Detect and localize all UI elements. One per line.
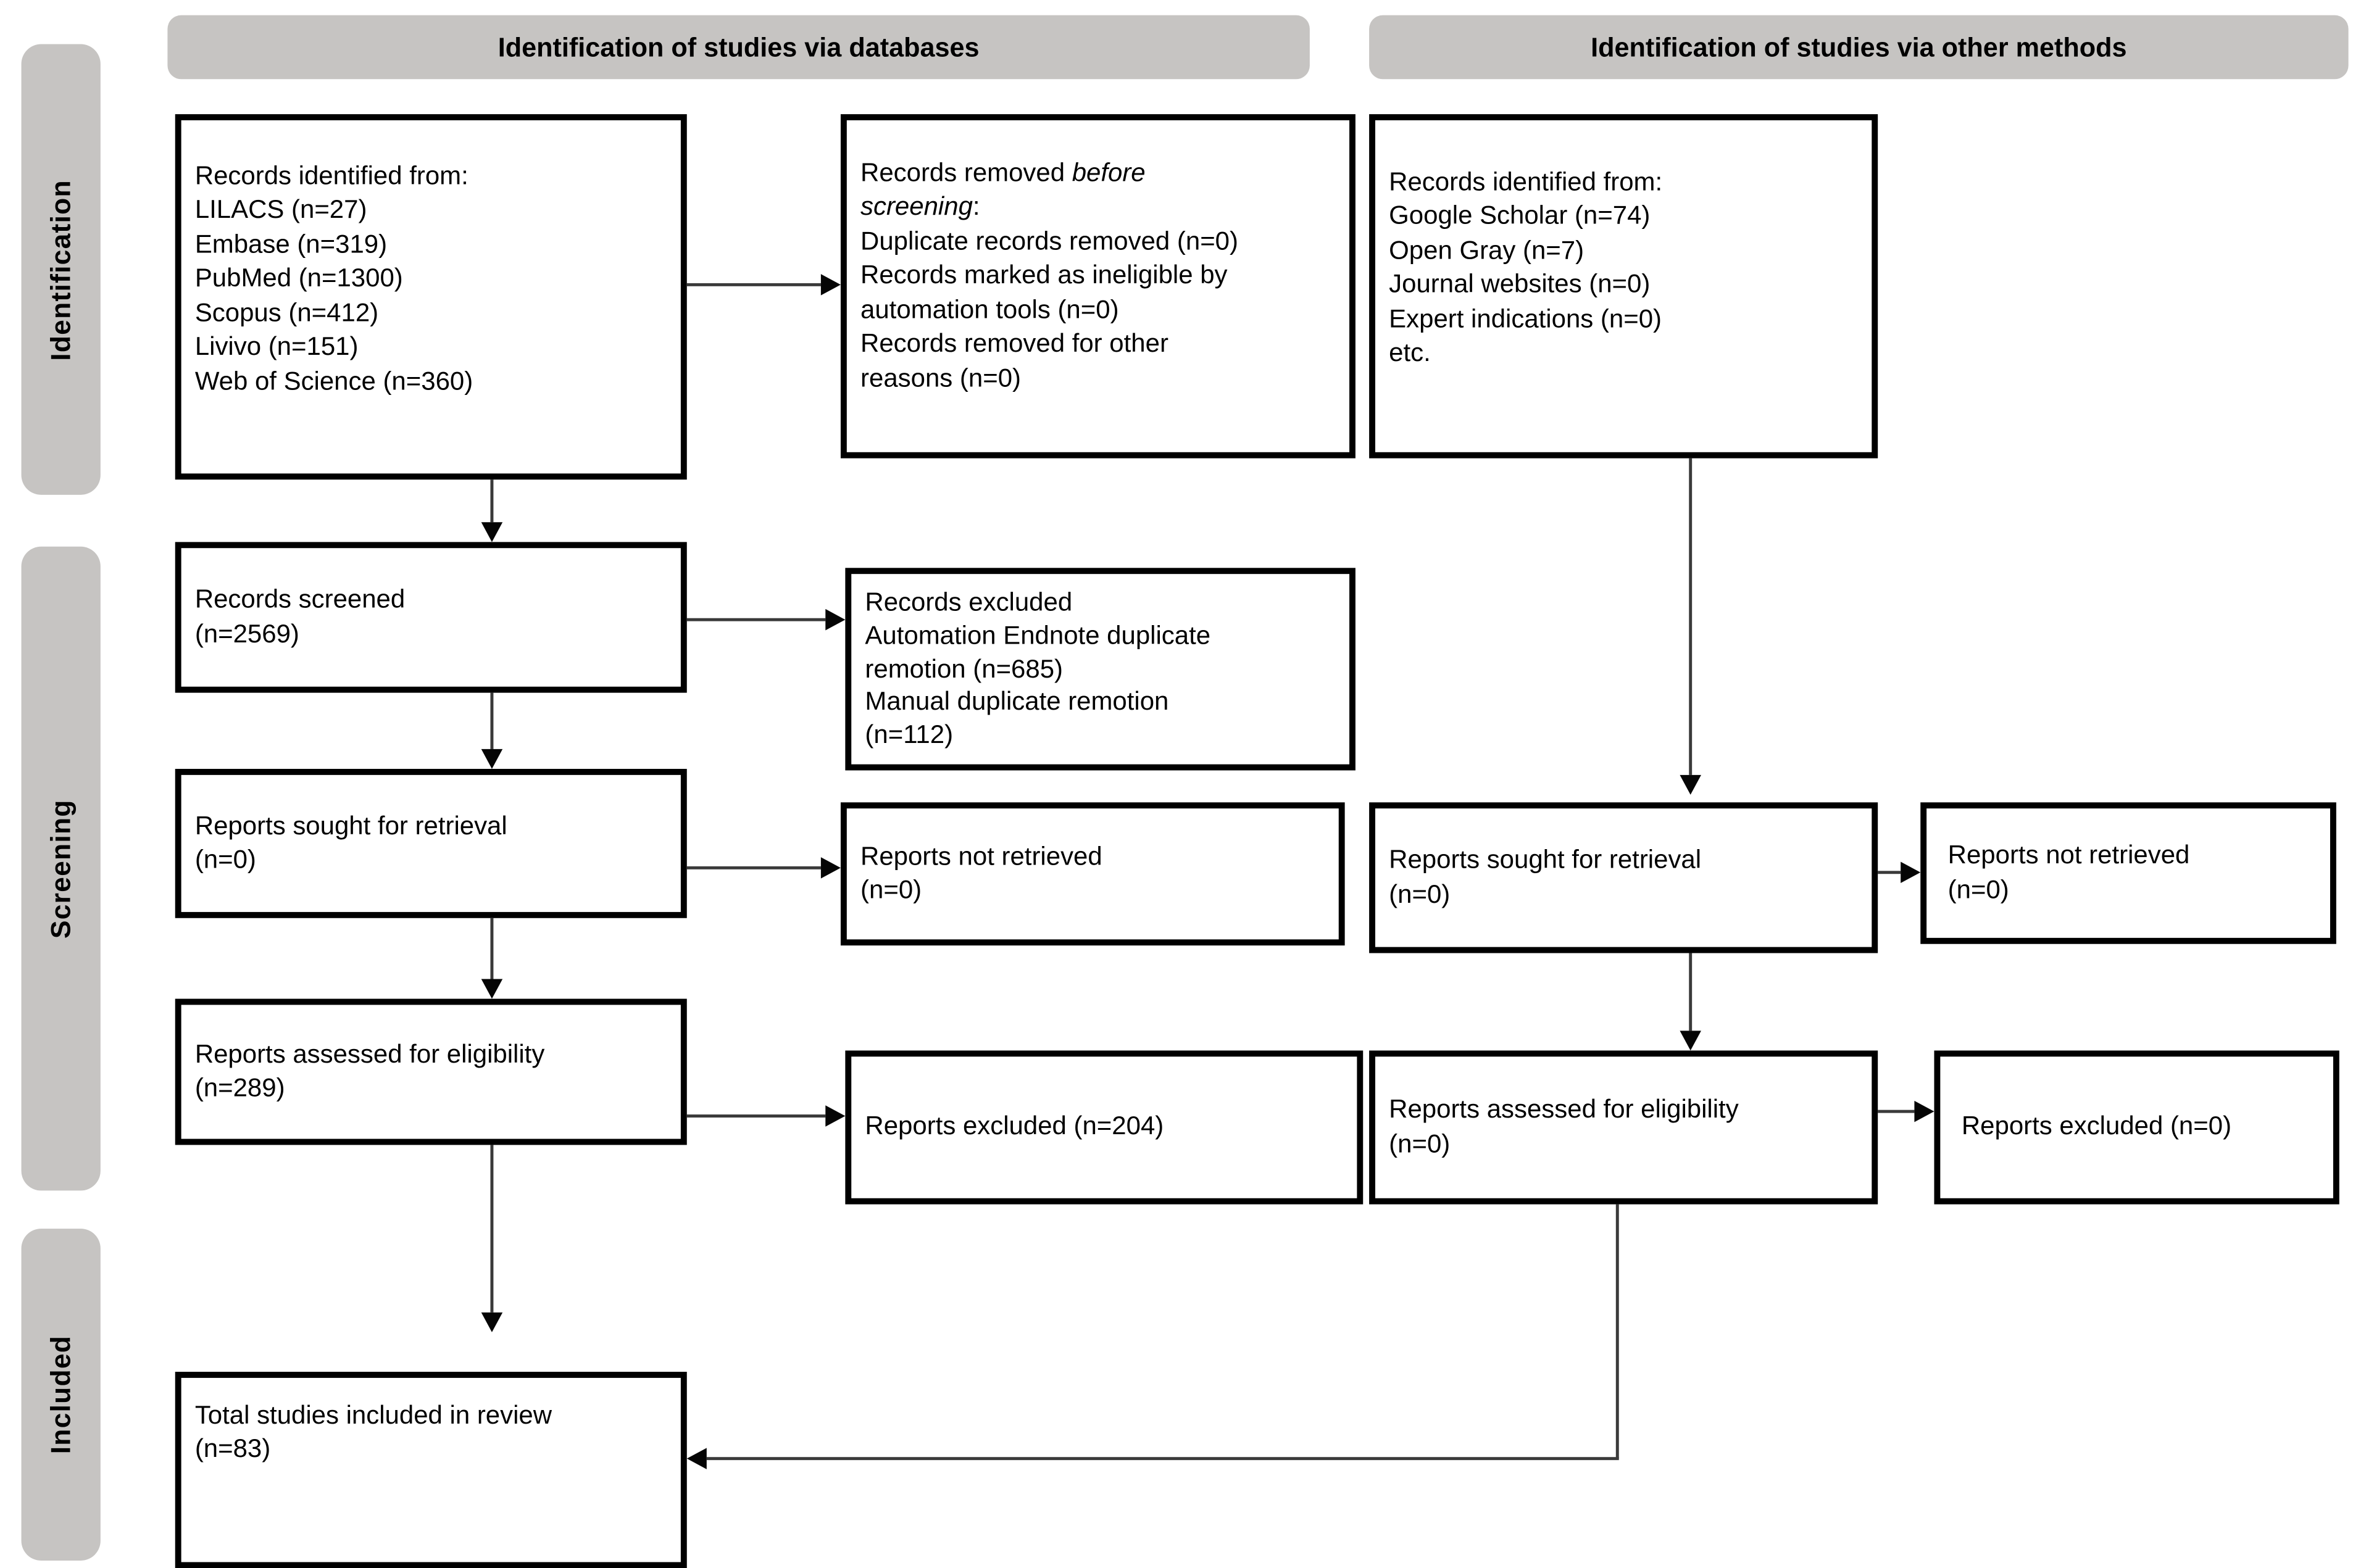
box-reports-assessed-other-text: Reports assessed for eligibility (n=0) (1389, 1095, 1739, 1158)
removed-before-post: : Duplicate records removed (n=0) Record… (860, 192, 1238, 392)
header-other-methods: Identification of studies via other meth… (1369, 15, 2349, 80)
connector-otherassessed-elbow-horizontal (706, 1457, 1619, 1461)
box-reports-not-retrieved-other-text: Reports not retrieved (n=0) (1947, 840, 2190, 904)
connector-identified-to-removed (686, 283, 821, 286)
connector-otherassessed-elbow-vertical (1615, 1204, 1619, 1459)
arrowhead-left-icon (686, 1448, 707, 1469)
box-records-removed-before-screening-text: Records removed before screening: Duplic… (860, 157, 1337, 396)
arrowhead-right-icon (820, 857, 841, 879)
phase-band-identification: Identification (21, 44, 101, 495)
box-records-removed-before-screening: Records removed before screening: Duplic… (840, 114, 1356, 458)
connector-assessed-to-excluded (686, 1114, 826, 1118)
header-databases: Identification of studies via databases (167, 15, 1310, 80)
connector-screened-to-excluded (686, 618, 826, 621)
connector-otheridentified-to-sought (1689, 458, 1693, 775)
box-total-included-text: Total studies included in review (n=83) (194, 1400, 552, 1464)
box-records-screened-text: Records screened (n=2569) (194, 584, 406, 648)
box-records-identified-databases: Records identified from: LILACS (n=27) E… (175, 114, 687, 480)
other-identified-line1: Records identified from: (1389, 167, 1663, 197)
box-reports-sought-databases-text: Reports sought for retrieval (n=0) (194, 810, 507, 874)
arrowhead-down-icon (481, 522, 503, 542)
arrowhead-right-icon (820, 274, 841, 296)
connector-sought-to-notretrieved (686, 866, 821, 869)
box-reports-not-retrieved-databases-text: Reports not retrieved (n=0) (860, 841, 1102, 905)
phase-label-identification: Identification (44, 178, 76, 360)
box-reports-excluded-databases: Reports excluded (n=204) (845, 1050, 1364, 1205)
connector-assessed-to-total (490, 1145, 494, 1313)
arrowhead-right-icon (1914, 1100, 1934, 1122)
other-identified-sources: Google Scholar (n=74) Open Gray (n=7) (1389, 201, 1651, 265)
box-reports-assessed-databases: Reports assessed for eligibility (n=289) (175, 998, 687, 1145)
header-databases-label: Identification of studies via databases (498, 31, 980, 62)
removed-before-italic: before screening (860, 158, 1146, 222)
phase-band-screening: Screening (21, 546, 101, 1191)
box-reports-sought-other: Reports sought for retrieval (n=0) (1369, 802, 1878, 953)
phase-label-included: Included (44, 1335, 76, 1454)
box-total-included: Total studies included in review (n=83) (175, 1372, 687, 1568)
arrowhead-down-icon (481, 749, 503, 769)
header-other-methods-label: Identification of studies via other meth… (1591, 31, 2127, 62)
box-reports-not-retrieved-other: Reports not retrieved (n=0) (1920, 802, 2336, 944)
box-reports-sought-databases: Reports sought for retrieval (n=0) (175, 768, 687, 918)
connector-sought-to-assessed (490, 918, 494, 979)
arrowhead-right-icon (1901, 861, 1921, 884)
box-reports-excluded-other: Reports excluded (n=0) (1934, 1050, 2339, 1205)
connector-othersought-to-notretrieved (1878, 871, 1901, 874)
connector-othersought-to-assessed (1689, 953, 1693, 1031)
box-reports-excluded-databases-text: Reports excluded (n=204) (865, 1111, 1164, 1141)
connector-identified-to-screened (490, 479, 494, 523)
arrowhead-down-icon (1680, 774, 1701, 795)
box-reports-assessed-databases-text: Reports assessed for eligibility (n=289) (194, 1039, 545, 1103)
box-reports-excluded-other-text: Reports excluded (n=0) (1961, 1111, 2232, 1141)
box-reports-assessed-other: Reports assessed for eligibility (n=0) (1369, 1050, 1878, 1205)
box-records-identified-databases-text: Records identified from: LILACS (n=27) E… (194, 161, 473, 396)
box-reports-sought-other-text: Reports sought for retrieval (n=0) (1389, 845, 1702, 908)
box-records-excluded: Records excluded Automation Endnote dupl… (845, 568, 1356, 771)
phase-label-screening: Screening (44, 799, 76, 939)
box-reports-not-retrieved-databases: Reports not retrieved (n=0) (840, 802, 1345, 946)
phase-band-included: Included (21, 1229, 101, 1561)
box-records-excluded-text: Records excluded Automation Endnote dupl… (865, 587, 1211, 750)
connector-screened-to-sought (490, 692, 494, 749)
box-records-identified-other: Records identified from: Google Scholar … (1369, 114, 1878, 458)
box-records-screened: Records screened (n=2569) (175, 542, 687, 693)
arrowhead-down-icon (1680, 1031, 1701, 1051)
removed-before-pre: Records removed (860, 158, 1072, 188)
connector-otherassessed-to-excluded (1878, 1110, 1915, 1113)
arrowhead-right-icon (825, 1105, 846, 1127)
arrowhead-down-icon (481, 1312, 503, 1332)
other-identified-rest: Journal websites (n=0) Expert indication… (1389, 270, 1662, 368)
arrowhead-down-icon (481, 979, 503, 999)
arrowhead-right-icon (825, 608, 846, 631)
